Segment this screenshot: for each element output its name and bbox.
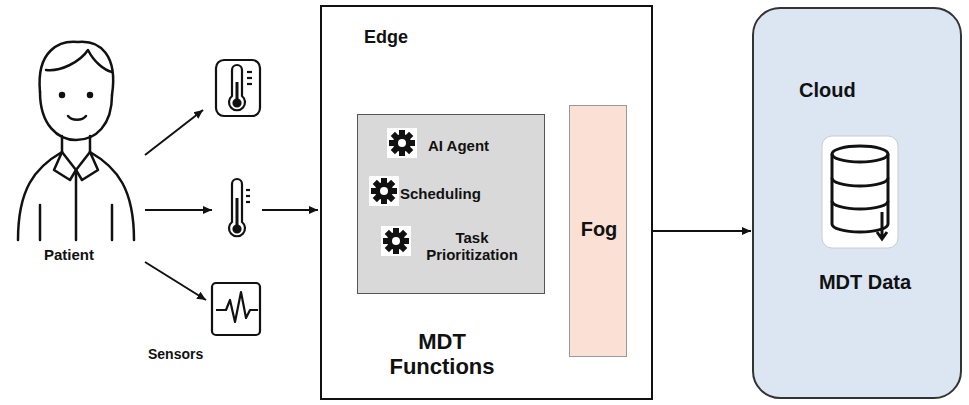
sensor-arrow bbox=[145, 110, 318, 300]
patient-figure bbox=[18, 42, 134, 240]
node-text: Edge bbox=[364, 27, 484, 48]
fog-box: Fog bbox=[569, 105, 627, 357]
node-text: MDT Functions bbox=[377, 329, 507, 380]
node-text: Cloud bbox=[799, 79, 939, 102]
function-box: AI AgentSchedulingTask Prioritization bbox=[357, 114, 545, 294]
sensors-label: Sensors bbox=[148, 346, 203, 362]
cloud-region: CloudMDT Data bbox=[752, 7, 962, 399]
database-icon bbox=[820, 134, 900, 254]
node-text: Task Prioritization bbox=[416, 229, 528, 264]
thermometer-sensor bbox=[229, 179, 250, 236]
gear-icon bbox=[381, 226, 411, 256]
node-text: MDT Data bbox=[790, 271, 940, 294]
gear-icon bbox=[387, 128, 417, 158]
node-text: Fog bbox=[570, 218, 628, 241]
thermometer-sensor bbox=[216, 60, 260, 116]
edge-region: EdgeMDT Functions AI AgentSchedulingTask … bbox=[320, 5, 653, 400]
gear-icon bbox=[369, 176, 399, 206]
node-text: Scheduling bbox=[400, 185, 540, 202]
patient-label: Patient bbox=[44, 246, 94, 263]
node-text: AI Agent bbox=[428, 137, 538, 154]
ecg-sensor bbox=[212, 283, 260, 335]
